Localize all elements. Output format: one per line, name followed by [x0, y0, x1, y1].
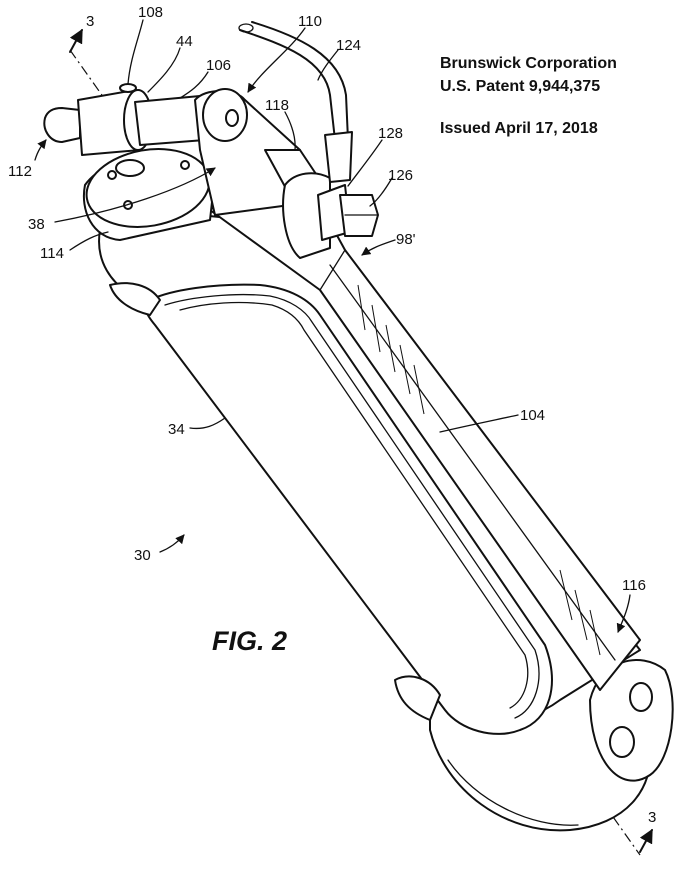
label-section-bottom: 3 — [648, 809, 656, 826]
leader-38 — [54, 167, 216, 223]
cap-port — [115, 159, 145, 177]
label-38: 38 — [28, 216, 45, 233]
section-arrow-top — [69, 28, 83, 53]
rail-face-line — [329, 264, 616, 661]
leader-30 — [159, 534, 185, 553]
cap-edge-line — [447, 759, 579, 826]
rod-assembly — [43, 83, 206, 156]
body-window — [144, 283, 553, 735]
cylinder-housing — [98, 214, 674, 832]
section-arrow-bottom — [639, 828, 653, 853]
leader-98p — [361, 239, 396, 256]
bolt-hole-1 — [107, 170, 117, 180]
figure-label: FIG. 2 — [212, 626, 287, 656]
rod-tip-112 — [43, 107, 81, 143]
label-110: 110 — [298, 13, 322, 30]
label-98-prime: 98' — [396, 231, 416, 248]
leader-44 — [147, 47, 181, 93]
patent-header: Brunswick Corporation U.S. Patent 9,944,… — [440, 55, 617, 137]
window-inner-edge-2 — [179, 301, 529, 709]
rail-hatching — [357, 284, 601, 656]
label-34: 34 — [168, 421, 185, 438]
hose-fitting — [238, 21, 379, 259]
hose-line-b — [251, 21, 349, 141]
label-section-top: 3 — [86, 13, 94, 30]
leader-126 — [369, 177, 393, 207]
hose-end — [238, 23, 254, 33]
label-128: 128 — [378, 125, 403, 142]
leader-118 — [284, 111, 296, 151]
hose-ferrule — [324, 131, 353, 183]
leader-34 — [189, 417, 226, 430]
leader-124 — [317, 49, 339, 81]
reference-numerals: 3 3 108 44 106 110 124 118 128 126 98' 1… — [8, 4, 656, 826]
label-30: 30 — [134, 547, 151, 564]
leader-104 — [439, 414, 519, 433]
label-124: 124 — [336, 37, 361, 54]
set-screw — [119, 83, 137, 93]
leader-114 — [69, 231, 109, 251]
label-114: 114 — [40, 245, 64, 262]
hose-line-a — [239, 29, 336, 141]
label-126: 126 — [388, 167, 413, 184]
company-name: Brunswick Corporation — [440, 55, 617, 72]
leader-106 — [179, 71, 209, 99]
label-116: 116 — [622, 577, 646, 594]
issue-date: Issued April 17, 2018 — [440, 120, 598, 137]
leader-108 — [127, 19, 144, 85]
pivot-hole — [225, 109, 239, 127]
leader-116 — [616, 594, 631, 633]
leader-112 — [34, 139, 47, 161]
label-44: 44 — [176, 33, 193, 50]
label-112: 112 — [8, 163, 32, 180]
label-118: 118 — [265, 97, 289, 114]
label-106: 106 — [206, 57, 231, 74]
side-flange-top — [109, 282, 161, 316]
rail-edge — [319, 249, 346, 291]
label-104: 104 — [520, 407, 545, 424]
end-hole-lower — [609, 726, 635, 758]
upper-end-cap — [83, 148, 216, 241]
patent-number: U.S. Patent 9,944,375 — [440, 78, 600, 95]
label-108: 108 — [138, 4, 163, 21]
end-hole-upper — [629, 682, 653, 712]
pivot-boss — [202, 88, 248, 142]
side-flange-bottom — [394, 675, 441, 721]
leader-110 — [247, 27, 306, 93]
leader-lines — [34, 19, 631, 633]
window-inner-edge-1 — [164, 293, 540, 719]
bolt-hole-3 — [180, 160, 190, 170]
leader-128 — [347, 139, 383, 187]
